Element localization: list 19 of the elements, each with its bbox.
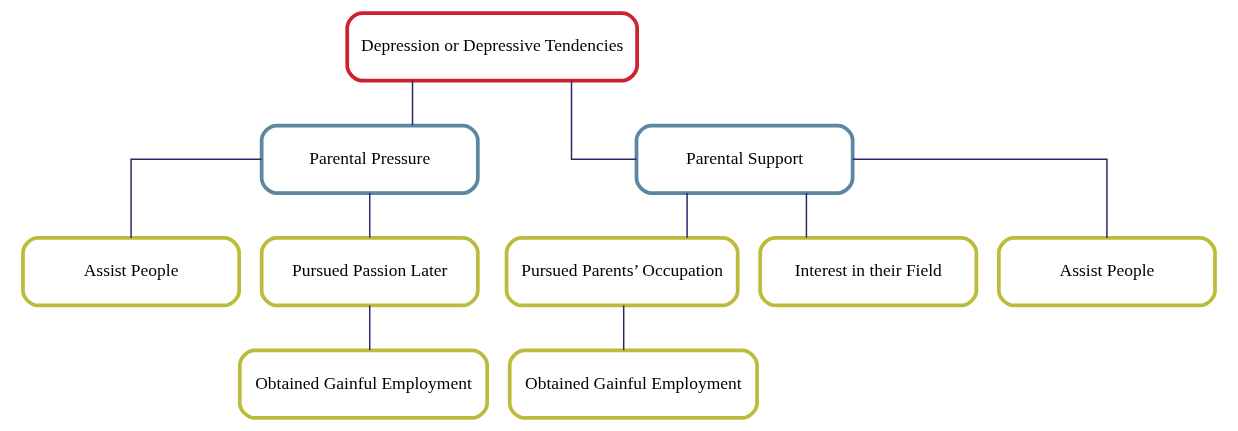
connector xyxy=(130,158,263,239)
node-box: Parental Support xyxy=(634,123,855,195)
node-box: Obtained Gainful Employment xyxy=(237,348,490,420)
connector xyxy=(622,304,625,351)
connector xyxy=(852,158,1108,239)
connector xyxy=(805,192,808,239)
connector xyxy=(369,304,371,351)
node-box: Pursued Parents’ Occupation xyxy=(504,236,740,308)
node-box: Pursued Passion Later xyxy=(259,236,480,308)
connector xyxy=(411,79,414,126)
node-box: Assist People xyxy=(21,236,242,308)
connector xyxy=(369,192,371,239)
connector xyxy=(686,192,688,239)
connector xyxy=(570,79,638,160)
node-box: Parental Pressure xyxy=(259,123,480,195)
node-box: Depression or Depressive Tendencies xyxy=(345,11,639,83)
node-box: Obtained Gainful Employment xyxy=(507,348,759,420)
node-box: Interest in their Field xyxy=(758,236,979,308)
node-box: Assist People xyxy=(996,236,1217,308)
